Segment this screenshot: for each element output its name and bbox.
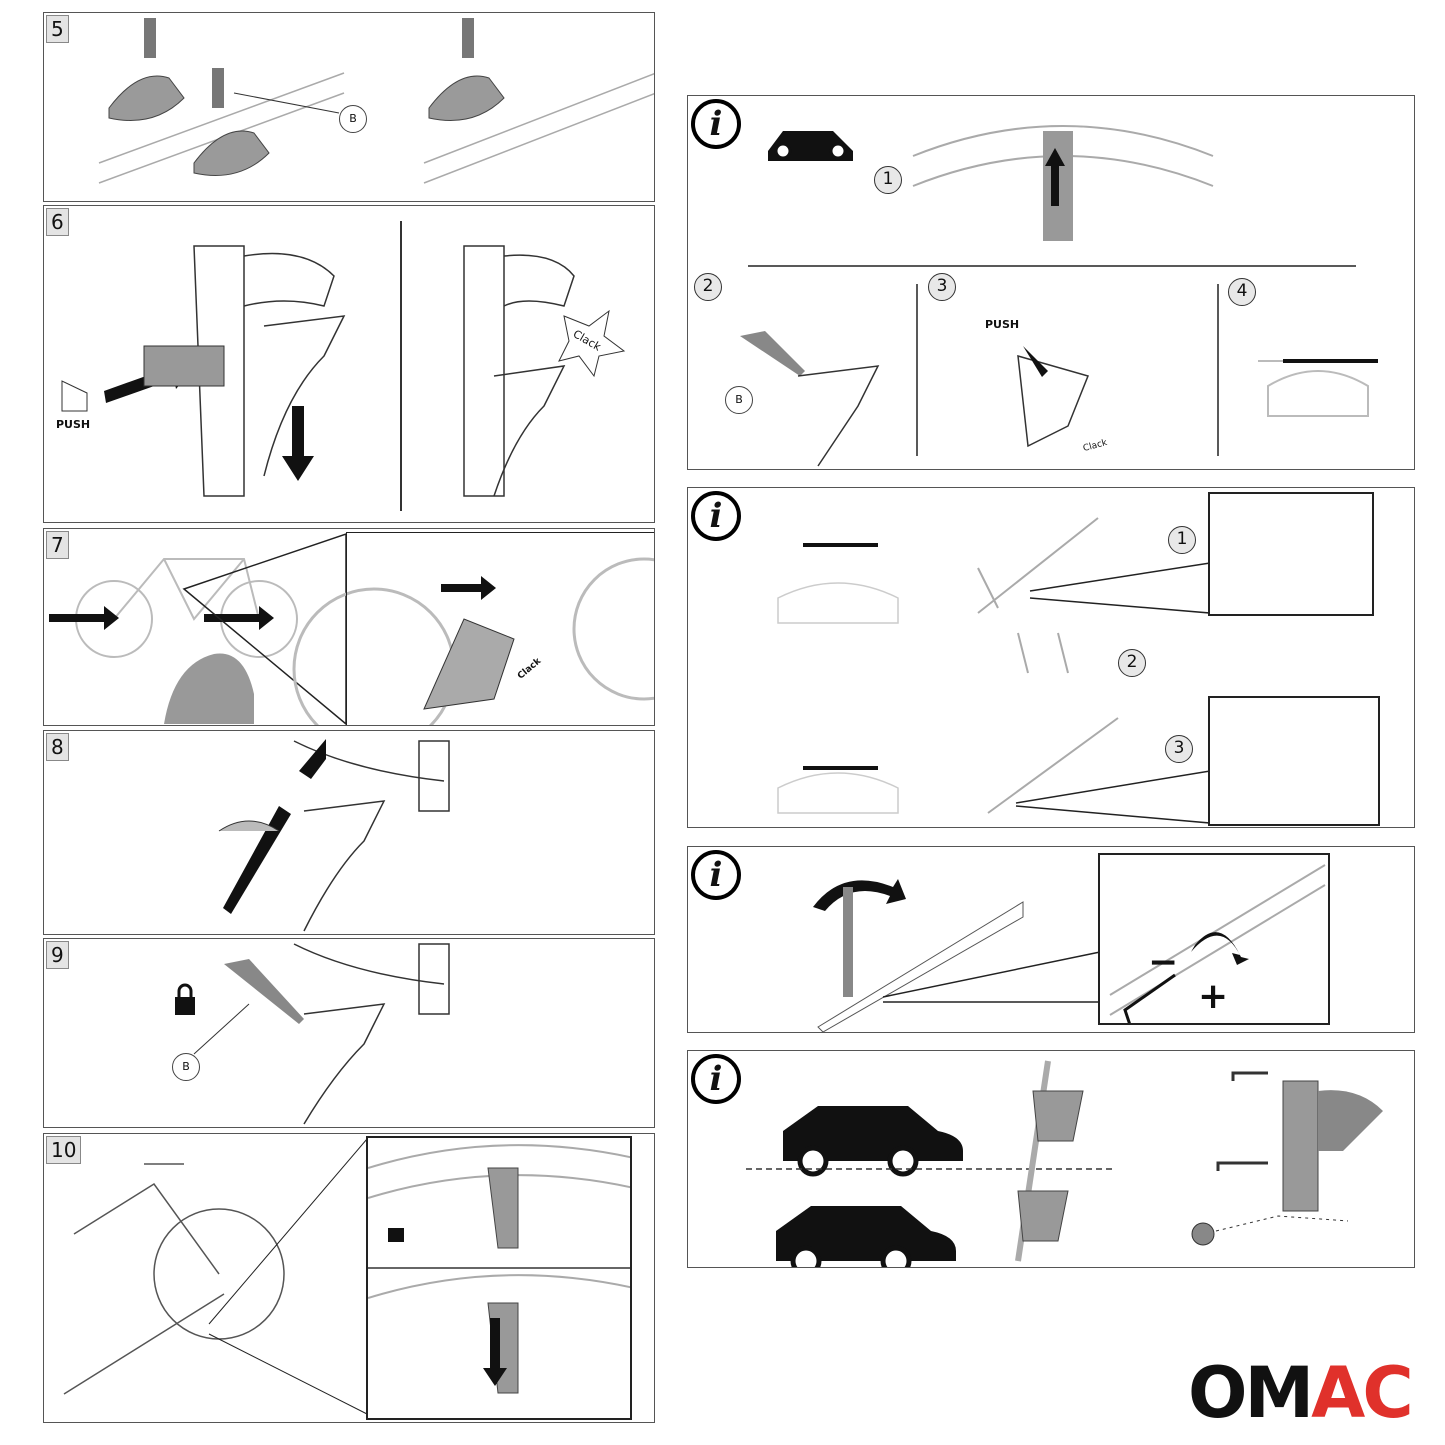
- info-3-illustration: [813, 879, 1101, 1032]
- omac-logo: OMAC: [1188, 1358, 1414, 1428]
- step-number: 5: [46, 15, 69, 43]
- info-panel-3: − + i: [687, 846, 1415, 1033]
- substep-number: 1: [874, 166, 902, 194]
- info-1-illustration: [740, 125, 1378, 467]
- bolt-b-callout: B: [172, 1053, 200, 1081]
- step-6-illustration: [61, 221, 626, 511]
- info-icon: i: [691, 1054, 741, 1104]
- step-7-panel: 7 Clack: [43, 528, 655, 726]
- lock-icon: [175, 997, 195, 1015]
- info-icon: i: [691, 491, 741, 541]
- bolt-b-callout: B: [725, 386, 753, 414]
- step-9-panel: 9 B: [43, 938, 655, 1128]
- substep-number: 2: [694, 273, 722, 301]
- info-icon: i: [691, 99, 741, 149]
- step-9-illustration: [175, 943, 450, 1125]
- plus-sign: +: [1198, 976, 1229, 1017]
- step-number: 8: [46, 733, 69, 761]
- step-5-illustration: [98, 18, 654, 184]
- info-4-illustration: [746, 1060, 1383, 1267]
- bolt-b-callout: B: [339, 105, 367, 133]
- info-2-detail-inset-3: [1208, 696, 1380, 826]
- info-icon: i: [691, 850, 741, 900]
- step-number: 6: [46, 208, 69, 236]
- step-10-detail-inset: [366, 1136, 632, 1420]
- step-6-panel: 6 PUSH Clack: [43, 205, 655, 523]
- logo-text-red: AC: [1311, 1352, 1414, 1434]
- info-panel-2: i 1 2 3: [687, 487, 1415, 828]
- substep-number: 2: [1118, 649, 1146, 677]
- info-2-illustration: [777, 517, 1211, 824]
- step-8-illustration: [218, 739, 450, 932]
- lock-icon: [388, 1228, 404, 1242]
- step-5-panel: 5 B: [43, 12, 655, 202]
- step-number: 10: [46, 1136, 82, 1164]
- info-panel-4: i: [687, 1050, 1415, 1268]
- push-label: PUSH: [56, 418, 91, 431]
- info-3-detail-inset: [1098, 853, 1330, 1025]
- substep-number: 1: [1168, 526, 1196, 554]
- step-7-detail-inset: [346, 532, 654, 725]
- step-10-panel: 10: [43, 1133, 655, 1423]
- substep-number: 3: [1165, 735, 1193, 763]
- step-8-panel: 8: [43, 730, 655, 935]
- minus-sign: −: [1148, 942, 1179, 983]
- info-2-detail-inset-1: [1208, 492, 1374, 616]
- step-number: 9: [46, 941, 69, 969]
- step-10-illustration: [63, 1138, 368, 1415]
- substep-number: 3: [928, 273, 956, 301]
- push-label: PUSH: [985, 318, 1020, 331]
- logo-text-black: OM: [1188, 1352, 1314, 1434]
- info-panel-1: i 1 2 3 4 B PUSH Clack: [687, 95, 1415, 470]
- step-number: 7: [46, 531, 69, 559]
- substep-number: 4: [1228, 278, 1256, 306]
